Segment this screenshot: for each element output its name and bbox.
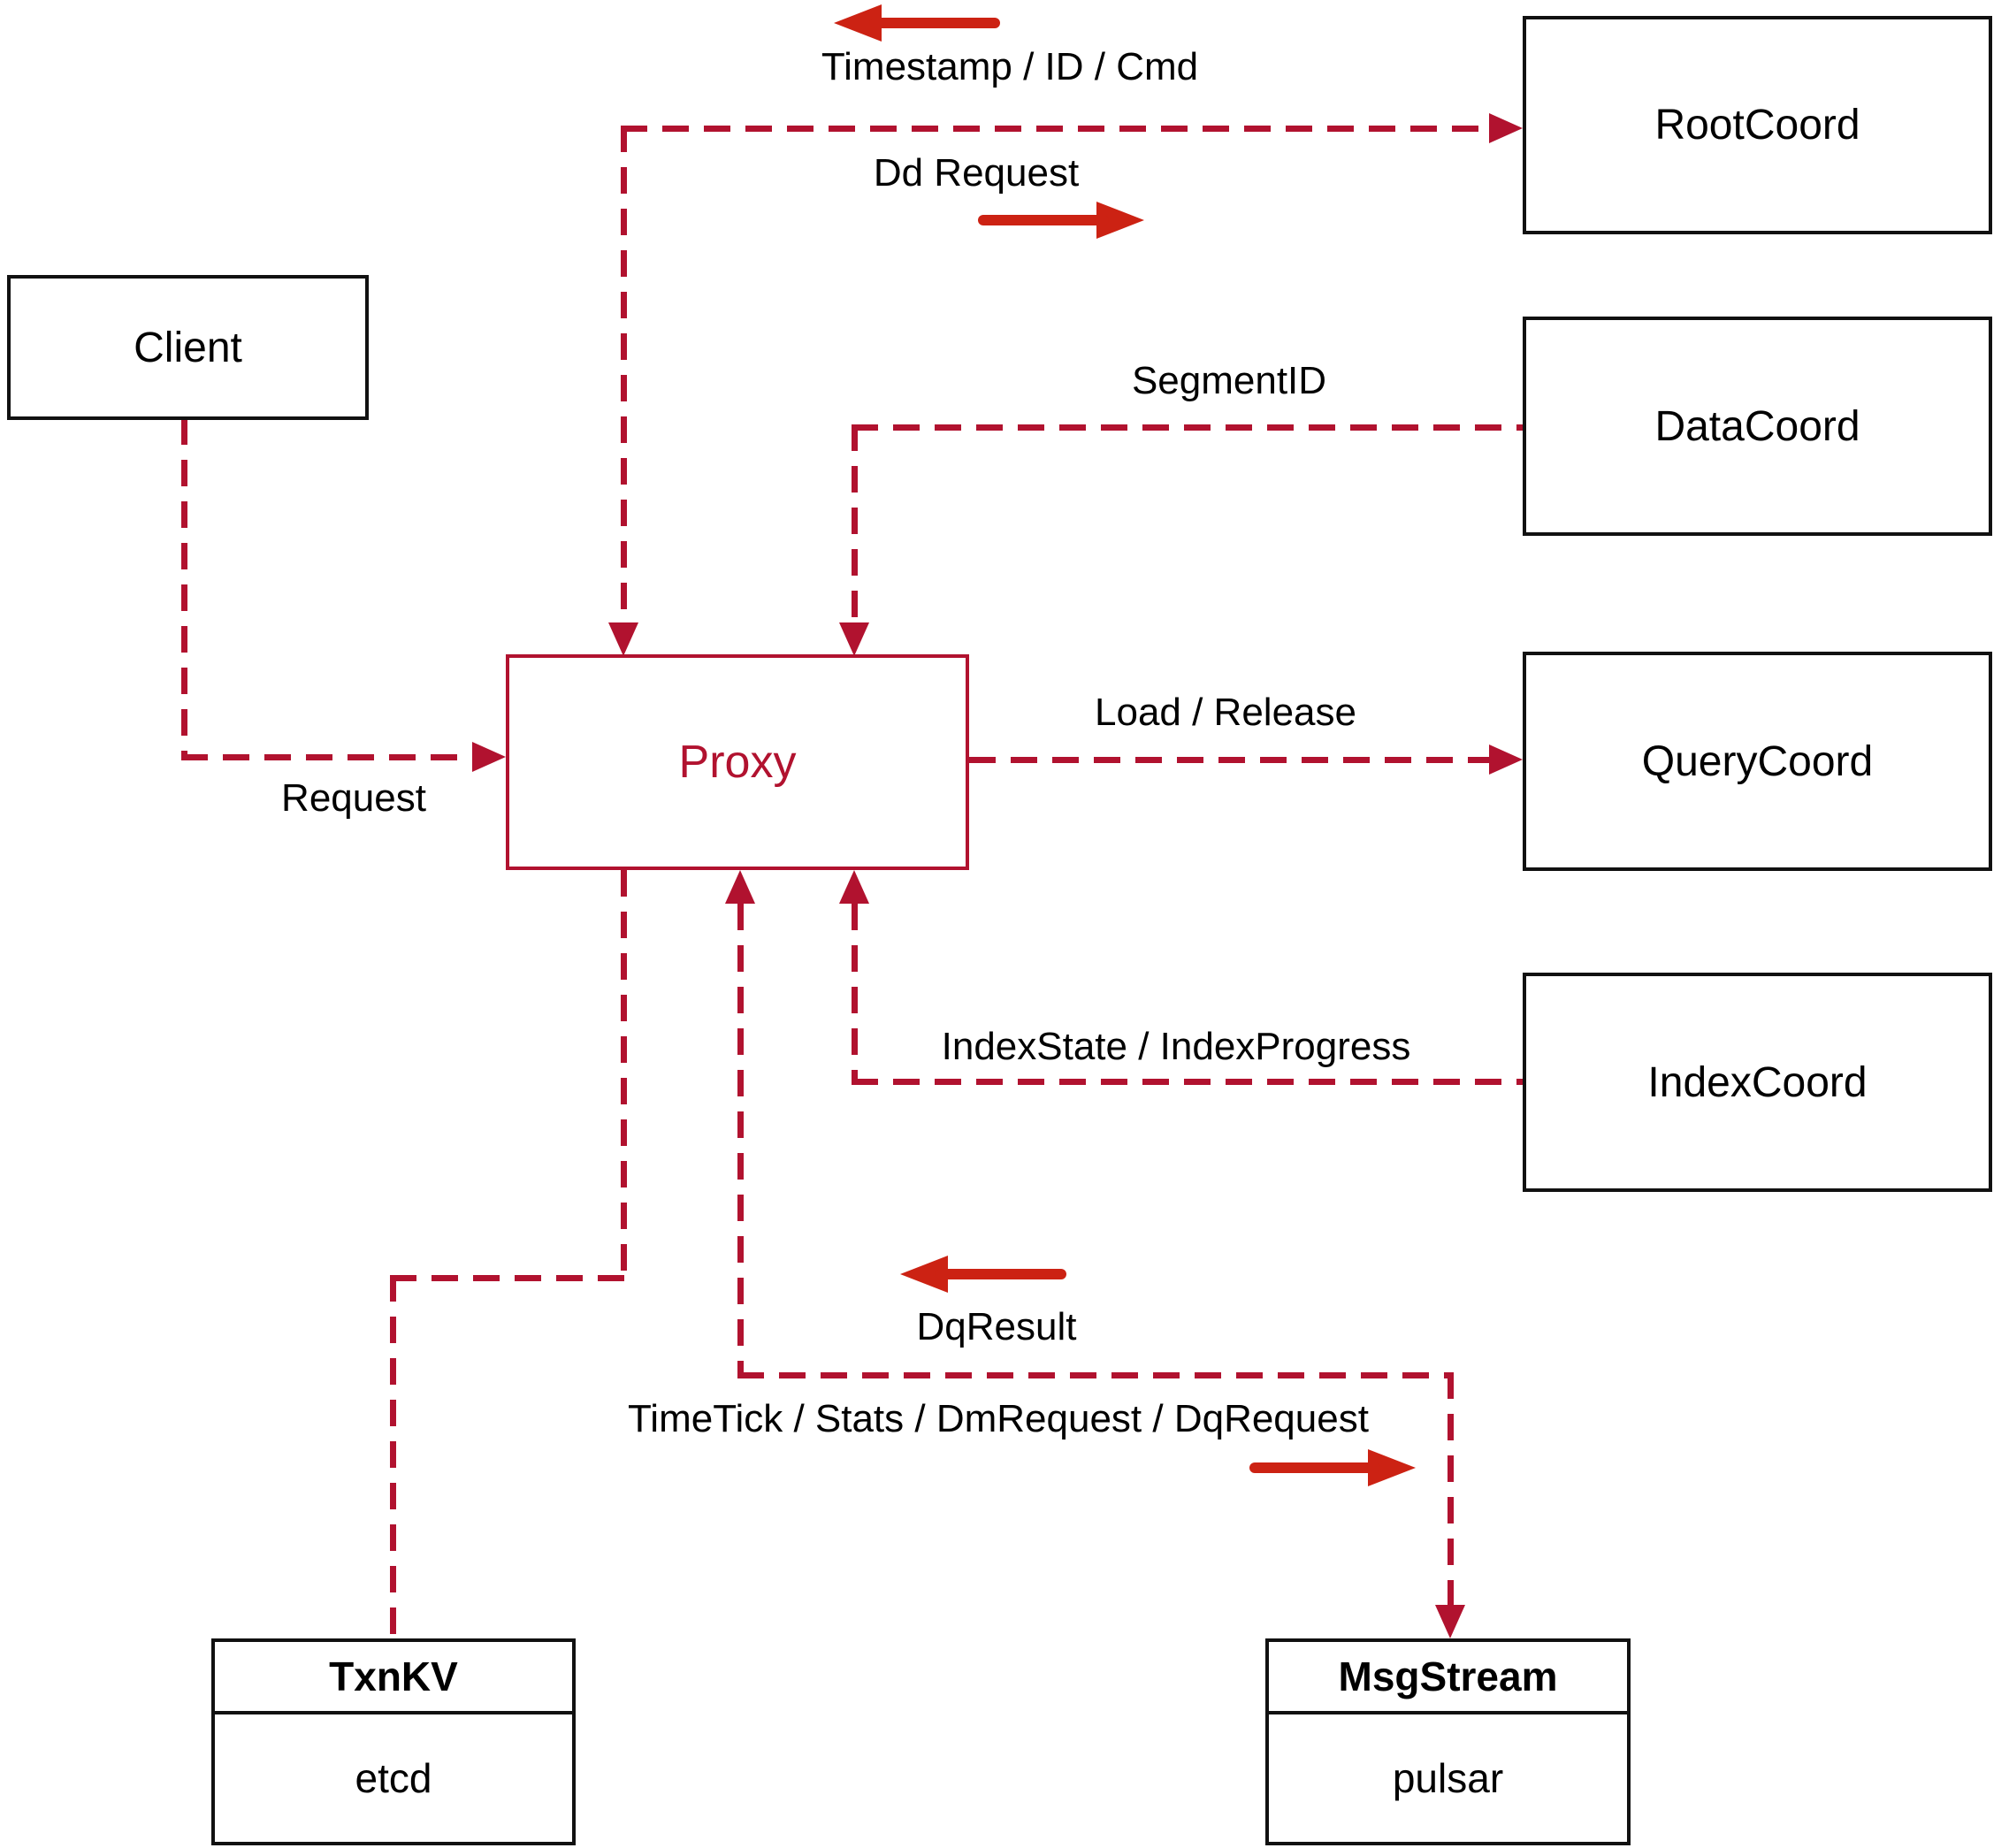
msgstream-node: MsgStream pulsar <box>1265 1638 1631 1845</box>
proxy-rootcoord-link-horizontal <box>621 126 1489 132</box>
txnkv-node-implementation: etcd <box>355 1755 432 1801</box>
proxy-rootcoord-link-vertical <box>621 126 627 622</box>
timetick-direction-arrow-icon <box>1248 1449 1416 1486</box>
arrow-shaft <box>936 1269 1066 1279</box>
arrow-shaft <box>978 215 1109 225</box>
indexcoord-node: IndexCoord <box>1523 973 1992 1192</box>
edge-label-dd-request: Dd Request <box>873 151 1080 195</box>
msgstream-node-implementation: pulsar <box>1392 1755 1504 1801</box>
txnkv-node: TxnKV etcd <box>211 1638 576 1845</box>
client-node-label: Client <box>134 324 242 371</box>
datacoord-node: DataCoord <box>1523 317 1992 536</box>
proxy-txnkv-link-horizontal <box>390 1275 627 1281</box>
rootcoord-response-direction-arrow-icon <box>834 4 1002 42</box>
indexcoord-proxy-link-vertical <box>852 904 858 1085</box>
arrowhead-into-msgstream-icon <box>1435 1605 1465 1638</box>
dd-request-direction-arrow-icon <box>976 202 1144 239</box>
proxy-msgstream-link-vertical-1 <box>737 904 744 1378</box>
proxy-node-label: Proxy <box>678 737 797 788</box>
datacoord-proxy-link-vertical <box>852 424 858 622</box>
arrowhead-into-rootcoord-icon <box>1489 113 1523 143</box>
rootcoord-node-label: RootCoord <box>1654 102 1860 149</box>
arrow-shaft <box>1249 1462 1380 1473</box>
edge-label-timetick-stats-dmrequest-dqrequest: TimeTick / Stats / DmRequest / DqRequest <box>628 1397 1369 1440</box>
msgstream-node-title: MsgStream <box>1269 1642 1627 1714</box>
edge-label-load-release: Load / Release <box>1095 691 1356 734</box>
rootcoord-node: RootCoord <box>1523 16 1992 234</box>
indexcoord-proxy-link-horizontal <box>852 1079 1523 1085</box>
arrow-shaft <box>869 18 1000 28</box>
client-node: Client <box>7 275 369 420</box>
datacoord-proxy-link-horizontal <box>852 424 1523 431</box>
arrowhead-into-proxy-left-icon <box>472 742 506 772</box>
client-proxy-link-vertical <box>181 418 187 754</box>
proxy-node: Proxy <box>506 654 969 870</box>
querycoord-node-label: QueryCoord <box>1641 737 1874 785</box>
edge-label-segmentid: SegmentID <box>1131 359 1327 402</box>
proxy-txnkv-link-vertical-2 <box>390 1275 396 1638</box>
arrowhead-into-proxy-top-left-icon <box>608 622 638 656</box>
dqresult-direction-arrow-icon <box>900 1256 1068 1293</box>
arrowhead-into-proxy-top-right-icon <box>839 622 869 656</box>
client-proxy-link-horizontal <box>181 754 473 760</box>
arrowhead-into-querycoord-icon <box>1489 745 1523 775</box>
proxy-msgstream-link-horizontal <box>737 1372 1454 1378</box>
proxy-querycoord-link-horizontal <box>969 757 1489 763</box>
datacoord-node-label: DataCoord <box>1654 402 1860 450</box>
edge-label-timestamp-id-cmd: Timestamp / ID / Cmd <box>821 45 1199 88</box>
proxy-msgstream-link-vertical-2 <box>1448 1372 1454 1605</box>
indexcoord-node-label: IndexCoord <box>1647 1058 1868 1106</box>
edge-label-dqresult: DqResult <box>916 1305 1077 1348</box>
arrowhead-into-proxy-bottom-middle-icon <box>725 870 755 904</box>
txnkv-node-title: TxnKV <box>215 1642 572 1714</box>
edge-label-indexstate-indexprogress: IndexState / IndexProgress <box>941 1025 1411 1068</box>
arrowhead-into-proxy-bottom-right-icon <box>839 870 869 904</box>
proxy-txnkv-link-vertical-1 <box>621 870 627 1275</box>
edge-label-request: Request <box>281 776 426 820</box>
querycoord-node: QueryCoord <box>1523 652 1992 871</box>
